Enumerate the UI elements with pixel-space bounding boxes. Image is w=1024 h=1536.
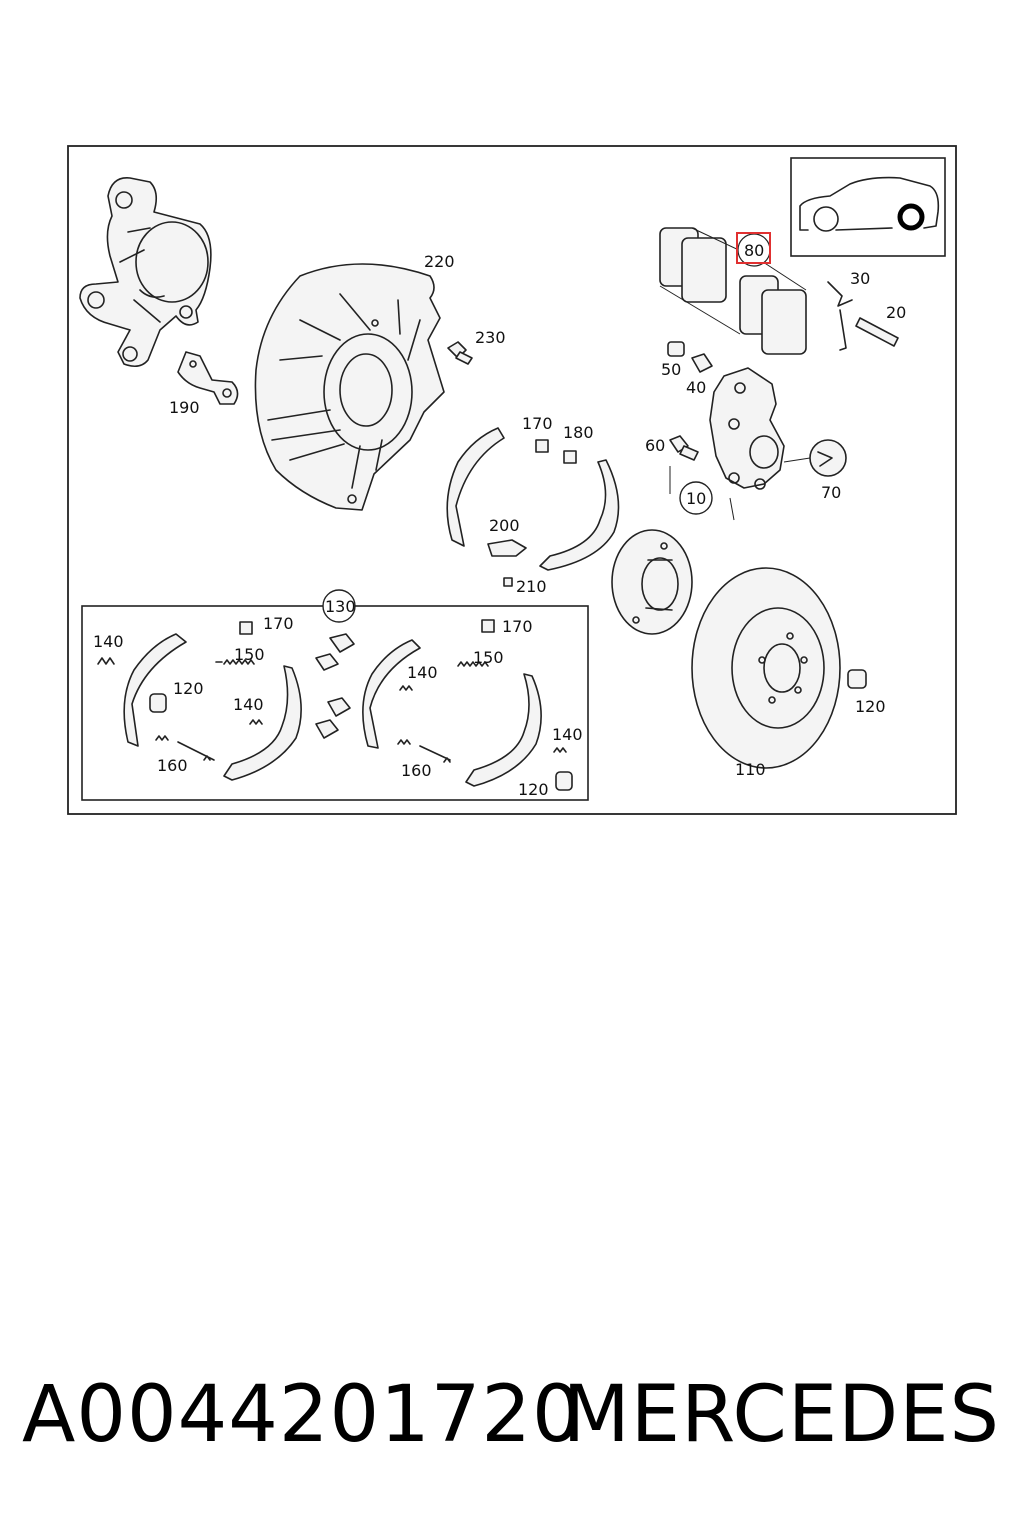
caliper-part-10 [669, 367, 785, 521]
bolt-part-230 [447, 341, 473, 365]
label-130: 130 [325, 597, 356, 616]
label-200: 200 [489, 516, 520, 535]
product-caption: A0044201720 MERCEDES [0, 1370, 1024, 1480]
wheel-carrier-part [79, 177, 212, 368]
backing-plate-part-220 [254, 263, 445, 511]
label-50: 50 [661, 360, 681, 379]
label-120-b: 120 [518, 780, 549, 799]
label-140-b: 140 [233, 695, 264, 714]
label-10: 10 [686, 489, 706, 508]
label-140-d: 140 [552, 725, 583, 744]
label-140-a: 140 [93, 632, 124, 651]
label-150-b: 150 [473, 648, 504, 667]
label-150-a: 150 [234, 645, 265, 664]
screw-part-50 [667, 341, 685, 357]
part-number: A0044201720 [22, 1370, 583, 1460]
label-190: 190 [169, 398, 200, 417]
label-160-b: 160 [401, 761, 432, 780]
label-220: 220 [424, 252, 455, 271]
plug-part-120-right [847, 669, 867, 689]
label-60: 60 [645, 436, 665, 455]
shoe-kit-parts [97, 619, 573, 791]
label-20: 20 [886, 303, 906, 322]
callout-circle-130 [322, 589, 356, 623]
car-silhouette-icon [799, 176, 940, 231]
bleeder-part-40 [691, 353, 713, 373]
vehicle-position-inset [790, 157, 946, 257]
label-170-b: 170 [502, 617, 533, 636]
wheel-hub-flange [611, 529, 693, 635]
label-230: 230 [475, 328, 506, 347]
label-180: 180 [563, 423, 594, 442]
label-160-a: 160 [157, 756, 188, 775]
rear-wheel-marker [897, 203, 925, 231]
label-140-c: 140 [407, 663, 438, 682]
bolt-part-60 [669, 435, 699, 461]
bracket-part-190 [177, 351, 239, 405]
brake-disc-part-110 [691, 567, 841, 769]
label-120-a: 120 [173, 679, 204, 698]
label-120-right: 120 [855, 697, 886, 716]
cap-part-70 [783, 439, 847, 477]
brand-name: MERCEDES [562, 1370, 1000, 1460]
clip-part-30 [827, 281, 853, 351]
highlight-box-80 [736, 232, 771, 264]
parking-brake-shoes-upper [446, 427, 620, 587]
callout-circle-10 [679, 481, 713, 515]
label-110: 110 [735, 760, 766, 779]
label-170-a: 170 [263, 614, 294, 633]
brake-pads-part-80 [659, 227, 807, 355]
label-170-c: 170 [522, 414, 553, 433]
label-30: 30 [850, 269, 870, 288]
label-80: 80 [744, 241, 764, 260]
label-70: 70 [821, 483, 841, 502]
label-40: 40 [686, 378, 706, 397]
label-210: 210 [516, 577, 547, 596]
pin-part-20 [855, 317, 899, 347]
